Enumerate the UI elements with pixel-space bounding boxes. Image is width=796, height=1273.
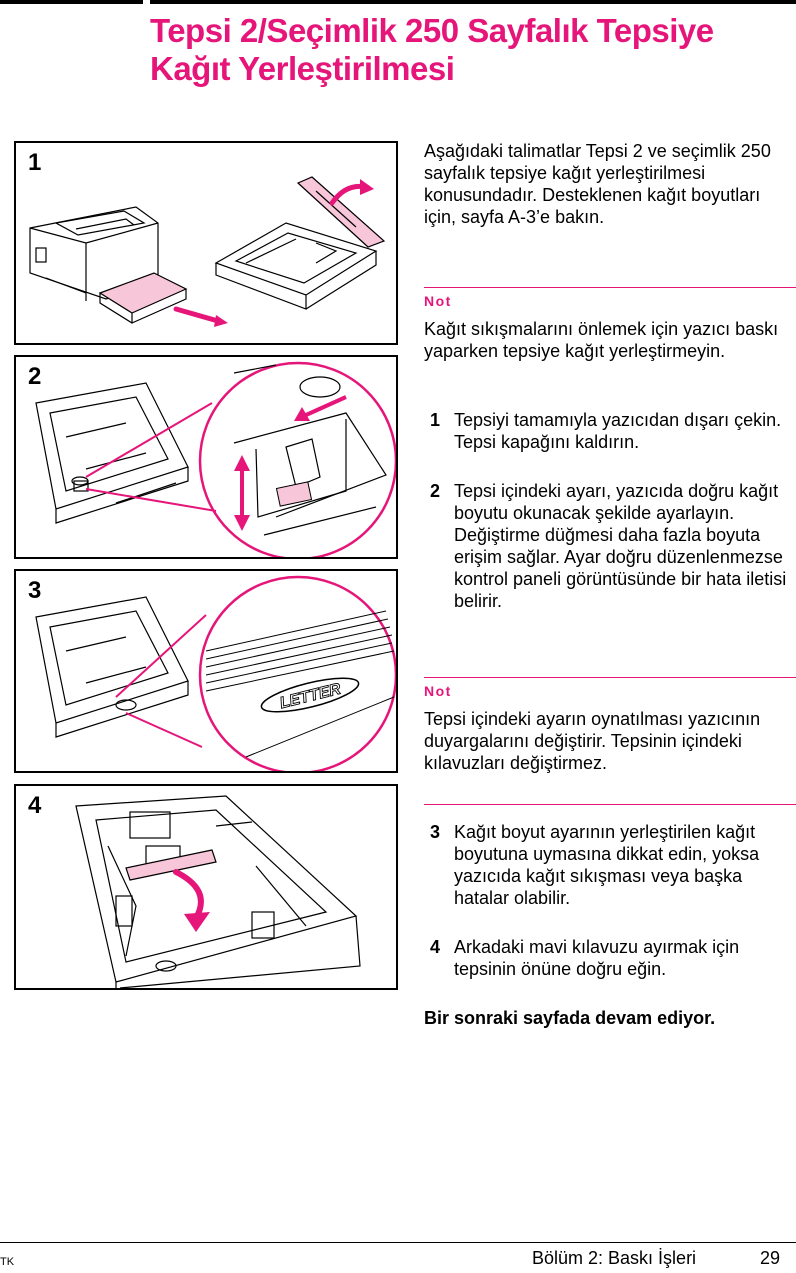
note-label: Not <box>424 293 452 309</box>
figure-step-number: 4 <box>28 792 42 819</box>
printer-tray-illustration <box>29 176 386 327</box>
note-divider <box>424 287 796 288</box>
step-number: 3 <box>430 822 441 842</box>
figure-step-number: 1 <box>28 149 42 176</box>
tray-rear-guide-illustration <box>75 795 361 988</box>
step-number: 4 <box>430 937 441 957</box>
footer-page-number: 29 <box>760 1248 781 1268</box>
footer-chapter: Bölüm 2: Baskı İşleri <box>532 1248 697 1268</box>
figure-step-number: 3 <box>28 577 42 604</box>
step-text: Tepsiyi tamamıyla yazıcıdan dışarı çekin… <box>454 410 782 452</box>
step-number: 2 <box>430 481 441 501</box>
figure-panel-4: 4 <box>14 784 398 990</box>
figure-panel-2: 2 <box>14 355 398 559</box>
step-text: Kağıt boyut ayarının yerleştirilen kağıt… <box>454 822 760 908</box>
note-text: Kağıt sıkışmalarını önlemek için yazıcı … <box>424 319 779 361</box>
intro-paragraph: Aşağıdaki talimatlar Tepsi 2 ve seçimlik… <box>424 141 771 227</box>
note-divider <box>424 677 796 678</box>
header-rule-right <box>150 0 796 4</box>
figure-panel-1: 1 <box>14 141 398 345</box>
note-text: Tepsi içindeki ayarın oynatılması yazıcı… <box>424 709 761 773</box>
page-title: Tepsi 2/Seçimlik 250 Sayfalık Tepsiye Ka… <box>150 12 714 87</box>
continue-notice: Bir sonraki sayfada devam ediyor. <box>424 1008 716 1028</box>
step-text: Arkadaki mavi kılavuzu ayırmak için teps… <box>454 937 740 979</box>
footer-language-tag: TK <box>0 1256 15 1268</box>
figure-panel-3: 3 LETTER <box>14 569 398 773</box>
figure-step-number: 2 <box>28 363 42 390</box>
step-number: 1 <box>430 410 441 430</box>
tray-letter-label-illustration: LETTER <box>35 575 396 771</box>
note-label: Not <box>424 683 452 699</box>
step-text: Tepsi içindeki ayarı, yazıcıda doğru kağ… <box>454 481 787 611</box>
header-rule-left <box>0 0 143 4</box>
footer-rule <box>0 1242 796 1243</box>
tray-size-dial-illustration <box>35 361 396 557</box>
note-divider <box>424 804 796 805</box>
